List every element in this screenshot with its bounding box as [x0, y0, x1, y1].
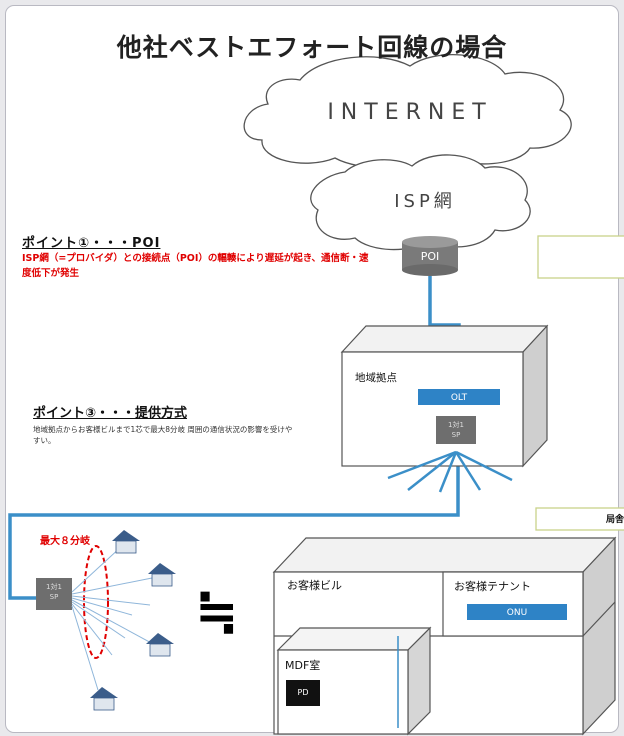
poi-cylinder [402, 236, 458, 276]
house-icon [112, 530, 140, 554]
internet-cloud [243, 54, 572, 169]
pd-label: PD [297, 688, 309, 697]
right-box-label: 局舎 [605, 515, 624, 525]
point1-description: ISP網（=プロバイダ）との接続点（POI）の輻輳により遅延が起き、通信断・速度… [22, 253, 369, 279]
isp-cloud [310, 154, 531, 251]
splitter-box [436, 416, 476, 444]
right-lower-box [535, 507, 624, 531]
left-splitter-box [36, 578, 72, 610]
splitter-label: 1対1 SP [448, 421, 464, 439]
onu-label: ONU [506, 608, 528, 618]
drop-lines [71, 545, 156, 691]
poi-label: POI [420, 250, 440, 263]
point3-heading: ポイント③・・・提供方式 [33, 406, 188, 421]
point1-heading: ポイント①・・・POI [22, 236, 161, 251]
house-icon [146, 633, 174, 657]
max-split-label: 最大８分岐 [40, 536, 90, 547]
splitter-fanout [387, 450, 513, 493]
olt-label: OLT [450, 393, 468, 403]
left-splitter-label: 1対1 SP [46, 583, 62, 601]
customer-tenant-label: お客様テナント [454, 580, 531, 593]
approx-equal-sign: ≒ [195, 582, 239, 642]
regional-hub-box [340, 324, 549, 468]
split-ellipse [83, 545, 109, 659]
page-title: 他社ベストエフォート回線の場合 [116, 33, 508, 62]
isp-label: ISP網 [394, 191, 456, 212]
internet-label: INTERNET [327, 100, 493, 125]
region-label: 地域拠点 [355, 372, 397, 384]
onu-box [467, 604, 567, 620]
house-icon [148, 563, 176, 587]
house-icon [90, 687, 118, 711]
pd-box [286, 680, 320, 706]
olt-box [418, 389, 500, 405]
customer-building-label: お客様ビル [287, 579, 342, 592]
point3-description: 地域拠点からお客様ビルまで1芯で最大8分岐 周囲の通信状況の影響を受けやすい。 [33, 425, 293, 445]
right-empty-box [537, 235, 624, 279]
mdf-label: MDF室 [285, 659, 321, 672]
